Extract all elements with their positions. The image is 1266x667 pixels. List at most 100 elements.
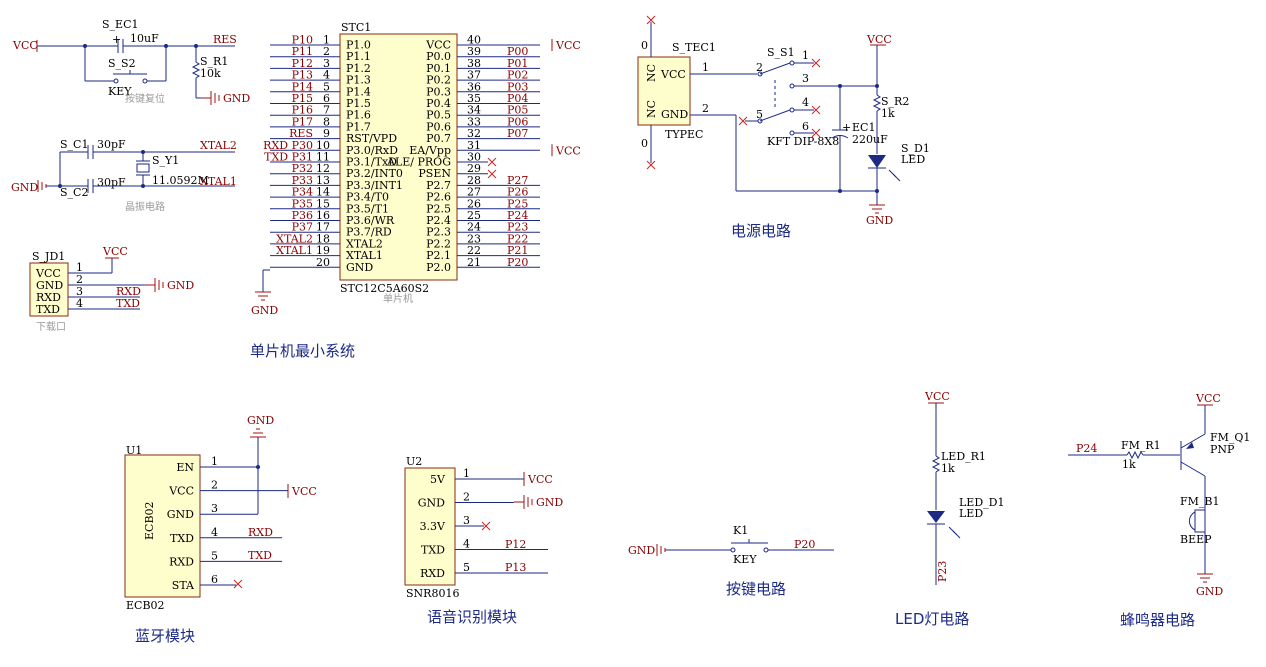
net-label-gnd: GND: [1196, 585, 1223, 598]
mcu-pin-num: 37: [467, 69, 481, 82]
key-value: KEY: [733, 553, 757, 566]
bt-pin-name: GND: [167, 508, 194, 521]
mcu-pin-name: XTAL2: [346, 237, 383, 250]
c1-value: 30pF: [97, 138, 126, 151]
mcu-pin-net: P17: [292, 115, 313, 128]
usb-pin-num: 2: [702, 102, 709, 115]
caption-mcu: 单片机: [383, 292, 413, 305]
header-pin-name: TXD: [36, 303, 60, 316]
mcu-pin-name: P1.2: [346, 62, 371, 75]
mcu-pin-net: P12: [292, 57, 313, 70]
mcu-pin-num: 21: [467, 256, 481, 269]
bt-pin-name: EN: [176, 461, 194, 474]
mcu-pin-num: 6: [323, 92, 330, 105]
mcu-pin-num: 20: [316, 256, 330, 269]
net-label-vcc: VCC: [102, 245, 128, 258]
bt-pin-num: 3: [211, 502, 218, 515]
bt-part: ECB02: [126, 599, 165, 612]
mcu-pin-num: 1: [323, 34, 330, 47]
mcu-pin-name: P0.4: [426, 97, 451, 110]
bt-pin-num: 1: [211, 455, 218, 468]
mcu-pin-name: P0.5: [426, 109, 451, 122]
net-label-gnd: GND: [167, 279, 194, 292]
voice-body: [404, 467, 456, 586]
mcu-pin-num: 7: [323, 104, 330, 117]
mcu-pin-name: P0.7: [426, 132, 451, 145]
voice-ref: U2: [406, 455, 422, 468]
usb-body: [637, 56, 691, 126]
mcu-pin-name: P1.5: [346, 97, 371, 110]
bt-pin-num: 6: [211, 573, 218, 586]
mcu-pin-name: P3.3/INT1: [346, 179, 403, 192]
crystal-value: 11.0592M: [152, 174, 209, 187]
buzzer-value: BEEP: [1180, 533, 1212, 546]
mcu-pin-net: P32: [292, 162, 313, 175]
net-label-txd: TXD: [248, 549, 272, 562]
mcu-pin-num: 16: [316, 209, 330, 222]
header-pin-name: VCC: [35, 267, 61, 280]
net-label-gnd: GND: [866, 214, 893, 227]
mcu-pin-num: 40: [467, 34, 481, 47]
capacitor-ref: S_EC1: [102, 18, 138, 31]
mcu-pin-name: P2.0: [426, 261, 451, 274]
resistor-value: 10k: [200, 67, 221, 80]
mcu-pin-net: P13: [292, 69, 313, 82]
voice-part: SNR8016: [406, 587, 459, 600]
led-ref: S_D1: [901, 142, 930, 155]
c1-ref: S_C1: [60, 138, 88, 151]
key-circuit: GND K1 KEY P20: [628, 524, 834, 566]
header-pin-name: RXD: [36, 291, 61, 304]
net-label-vcc: VCC: [1195, 392, 1221, 405]
usb-pin-num: 1: [702, 61, 709, 74]
capacitor-value: 10uF: [130, 32, 159, 45]
mcu-pin-net: P20: [507, 256, 528, 269]
bt-pin-num: 4: [211, 526, 218, 539]
mcu-pin-net: P05: [507, 104, 528, 117]
mcu-pin-net: P34: [292, 186, 313, 199]
bt-ref: U1: [126, 444, 142, 457]
net-label-txd: TXD: [116, 297, 140, 310]
c2-ref: S_C2: [60, 186, 88, 199]
bt-pin-num: 5: [211, 549, 218, 562]
mcu-pin-num: 32: [467, 127, 481, 140]
usb-part: TYPEC: [665, 128, 703, 141]
transistor-value: PNP: [1210, 443, 1235, 456]
mcu-pin-name: XTAL1: [346, 249, 383, 262]
mcu-pin-num: 5: [323, 80, 330, 93]
voice-pin-num: 1: [463, 467, 470, 480]
mcu-pin-name: P0.3: [426, 85, 451, 98]
mcu-pin-num: 27: [467, 186, 481, 199]
mcu-pin-net: P15: [292, 92, 313, 105]
led-triangle: [868, 155, 886, 168]
net-label-gnd: GND: [536, 496, 563, 509]
led-triangle: [927, 511, 945, 523]
crystal-ref: S_Y1: [152, 154, 179, 167]
mcu-pin-num: 23: [467, 232, 481, 245]
buzzer-circuit: P24 FM_R1 1k VCC FM_Q1 PNP FM_B1 BEEP GN…: [1068, 392, 1250, 598]
mcu-pin-num: 38: [467, 57, 481, 70]
caption-reset: 按键复位: [125, 92, 165, 105]
mcu-pin-num: 26: [467, 197, 481, 210]
mcu-pin-name: P2.2: [426, 237, 451, 250]
mcu-pin-net: P21: [507, 244, 528, 257]
bt-pin-name: VCC: [168, 485, 194, 498]
mcu-ref: STC1: [341, 21, 371, 34]
caption-download: 下载口: [36, 321, 66, 333]
voice-pin-num: 4: [463, 538, 470, 551]
mcu-pin-num: 29: [467, 162, 481, 175]
resistor-ref: S_R1: [200, 55, 228, 68]
led-value: LED: [901, 153, 925, 166]
switch-part: KFT DIP-8X8: [767, 135, 839, 148]
switch-ref: S_S1: [767, 46, 795, 59]
bt-pin-num: 2: [211, 479, 218, 492]
voice-pin-name: 5V: [430, 473, 446, 486]
mcu-pin-net: P00: [507, 45, 528, 58]
net-label-gnd: GND: [223, 92, 250, 105]
section-title-bluetooth: 蓝牙模块: [135, 627, 195, 645]
usb-nc-label: NC: [645, 64, 658, 82]
mcu-pin-name: P2.1: [426, 249, 451, 262]
section-title-key: 按键电路: [726, 580, 786, 598]
cap-ref: EC1: [852, 121, 875, 134]
res-value: 1k: [881, 107, 895, 120]
mcu-pin-num: 4: [323, 69, 330, 82]
